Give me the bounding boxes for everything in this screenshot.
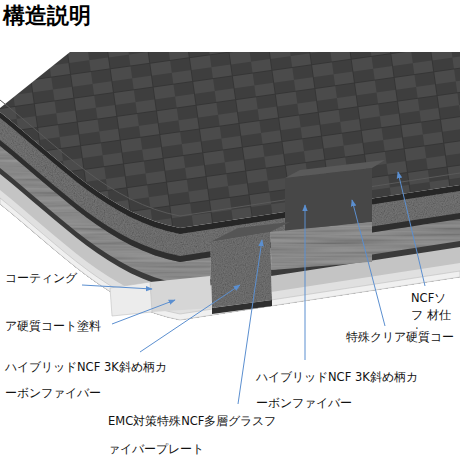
layer-label: 特殊クリア硬質コー [345, 329, 455, 346]
layer-label: EMC対策特殊NCF多層グラスフ ァイバープレート [107, 408, 280, 460]
layer-label: コーティング [4, 270, 78, 287]
leader-arrow [140, 285, 240, 352]
leader-arrow [305, 205, 306, 360]
leader-arrow [398, 172, 425, 286]
leader-arrow [82, 285, 152, 289]
page-title: 構造説明 [3, 3, 91, 29]
layer-label: ハイブリッドNCF 3K斜め柄カ ーボンファイバー [4, 354, 170, 407]
leader-arrow [352, 200, 385, 326]
leader-arrow [112, 300, 175, 324]
layer-label: ア硬質コート塗料 [4, 318, 102, 335]
